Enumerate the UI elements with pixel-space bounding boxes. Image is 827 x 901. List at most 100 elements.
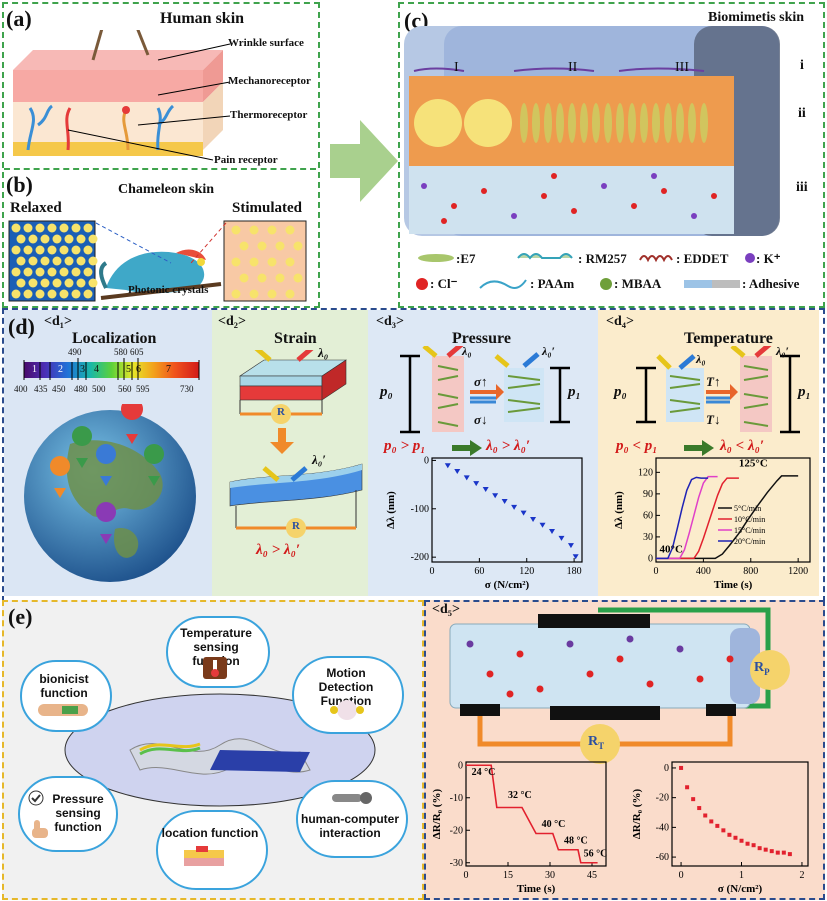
temp-annotation: 56 °C <box>584 848 608 859</box>
d4-lambda0: λ₀ <box>696 352 706 366</box>
data-point <box>757 846 762 851</box>
ion-dot <box>601 183 607 189</box>
x-tick-label: 2 <box>799 870 804 881</box>
d1-num-1: 1 <box>32 364 37 375</box>
ion-dot <box>486 670 494 678</box>
d3-lambda0: λ₀ <box>462 344 472 358</box>
photonic-dot <box>64 278 74 288</box>
d2-lambda0-prime: λ₀′ <box>312 452 326 467</box>
plot-frame <box>671 761 809 867</box>
cloud-motion <box>292 656 404 734</box>
annotation-thermoreceptor: Thermoreceptor <box>230 109 308 121</box>
ion-dot <box>676 645 684 653</box>
d2-lambda0: λ₀ <box>318 345 329 360</box>
panel-c-title: Biomimetis skin <box>708 10 805 25</box>
region-III: III <box>675 60 689 75</box>
photonic-dot <box>28 234 38 244</box>
y-tick-label: -40 <box>656 822 669 833</box>
ion-dot <box>536 685 544 693</box>
function-location: location function <box>161 826 259 840</box>
d1-tick-450: 450 <box>52 384 66 394</box>
ion-dot <box>651 173 657 179</box>
data-point <box>709 819 714 824</box>
d3-lambda0-prime: λ₀′ <box>542 344 555 358</box>
d5-rp-main: R <box>754 660 765 675</box>
panel-a-label: (a) <box>6 6 32 31</box>
d1-tag: <d₁> <box>44 314 72 329</box>
data-point <box>539 522 546 528</box>
d3-pressure-diagram <box>400 346 570 434</box>
data-point <box>721 828 726 833</box>
ion-dot <box>571 208 577 214</box>
d3-sigma-up: σ↑ <box>474 374 488 389</box>
d4-relation-left: p₀ < p₁ <box>616 438 658 454</box>
x-tick-label: 15 <box>503 870 513 881</box>
y-tick-label: -200 <box>411 552 429 563</box>
lc-helix <box>592 103 600 143</box>
data-point <box>775 850 780 855</box>
temp-annotation: 40 °C <box>542 819 566 830</box>
d5-rt-main: R <box>588 734 599 749</box>
photonic-dot <box>16 234 26 244</box>
temp-annotation: 32 °C <box>508 790 532 801</box>
temp-annotation: 24 °C <box>472 767 496 778</box>
photonic-dot <box>275 241 285 251</box>
photonic-dot <box>71 223 81 233</box>
ion-dot <box>516 650 524 658</box>
lc-helix <box>544 103 552 143</box>
photonic-dot <box>83 267 93 277</box>
photonic-dot <box>40 278 50 288</box>
ion-dot <box>661 188 667 194</box>
lc-helix <box>652 103 660 143</box>
function-human-computer: human-computer interaction <box>300 812 399 840</box>
legend-e7: :E7 <box>456 251 476 266</box>
annotation-wrinkle-surface: Wrinkle surface <box>228 37 304 49</box>
d4-relation-right: λ₀ < λ₀′ <box>720 438 765 454</box>
d3-relation-arrow <box>452 440 482 456</box>
photonic-dot <box>59 245 69 255</box>
x-tick-label: 180 <box>567 566 582 577</box>
lc-helix <box>688 103 696 143</box>
panel-e-label: (e) <box>8 604 33 629</box>
photonic-dot <box>83 245 93 255</box>
human-skin-illustration <box>13 30 231 161</box>
x-tick-label: 45 <box>587 870 597 881</box>
y-tick-label: 120 <box>638 467 653 478</box>
photonic-dot <box>267 225 277 235</box>
y-tick-label: 0 <box>424 455 429 466</box>
panel-c-legend-icons <box>416 253 755 290</box>
data-point <box>703 813 708 818</box>
photonic-dot <box>249 289 259 299</box>
y-axis-label: ΔR/R₀ (%) <box>631 789 643 840</box>
d1-num-2: 2 <box>58 364 63 375</box>
x-axis-label: σ (N/cm²) <box>718 883 763 895</box>
ion-dot <box>451 203 457 209</box>
cloud-bionicist <box>20 660 112 732</box>
ion-dot <box>691 213 697 219</box>
lc-helix <box>676 103 684 143</box>
d5-rp-sub: P <box>764 666 770 677</box>
x-tick-label: 60 <box>474 566 484 577</box>
data-point <box>679 765 684 770</box>
d3-p1: p₁ <box>568 384 581 400</box>
robot-icon <box>330 700 364 720</box>
function-bionicist: bionicist function <box>39 672 89 700</box>
plot-frame <box>431 457 583 563</box>
photonic-dot <box>28 256 38 266</box>
photonic-dot <box>28 278 38 288</box>
legend-paam: : PAAm <box>530 276 575 291</box>
series-line <box>466 764 598 864</box>
y-tick-label: -20 <box>656 793 669 804</box>
d4-tag: <d₄> <box>606 314 634 329</box>
series-line <box>656 475 718 560</box>
photonic-dot <box>71 267 81 277</box>
layer-ii: ii <box>798 106 806 121</box>
photonic-dot <box>40 256 50 266</box>
photonic-dot <box>76 234 86 244</box>
photonic-dot <box>35 223 45 233</box>
robot-hand-icon <box>332 792 372 804</box>
photonic-dot <box>76 256 86 266</box>
d3-sigma-down: σ↓ <box>474 412 488 427</box>
data-point <box>501 499 508 505</box>
biomimetic-skin-illustration <box>404 26 780 236</box>
